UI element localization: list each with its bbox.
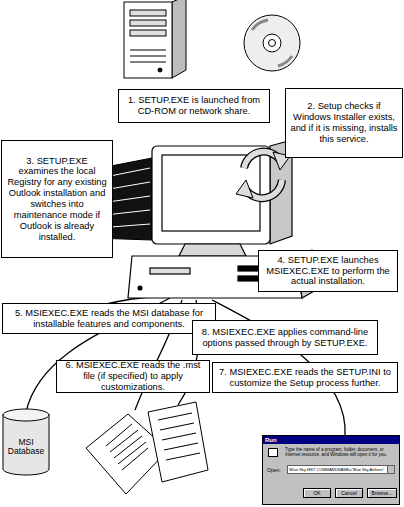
callout-box: 3. SETUP.EXE examines the local Registry…	[1, 140, 113, 258]
run-icon	[268, 448, 278, 457]
database-cylinder: MSI Database	[2, 408, 50, 476]
node-text: MSI Database	[2, 438, 50, 457]
dialog-button: OK	[303, 488, 331, 498]
cylinder-top	[3, 409, 49, 421]
callout-box: 4. SETUP.EXE launches MSIEXEC.EXE to per…	[258, 250, 398, 292]
command-field: \Blue Sky MST COMMANDNAME="Blue Sky Airl…	[287, 465, 395, 474]
dropdown-button	[387, 466, 394, 473]
dialog-button: Cancel	[335, 488, 363, 498]
callout-box: 5. MSIEXEC.EXE reads the MSI database fo…	[2, 303, 216, 334]
callout-text: 2. Setup checks if Windows Installer exi…	[290, 101, 398, 145]
callout-box: 7. MSIEXEC.EXE reads the SETUP.INI to cu…	[212, 362, 398, 393]
node-text: OK	[313, 490, 320, 496]
callout-text: 3. SETUP.EXE examines the local Registry…	[6, 156, 108, 243]
callout-text: 6. MSIEXEC.EXE reads the .mst file (if s…	[61, 360, 205, 393]
dialog-title: Run	[263, 436, 399, 444]
node-text: Browse...	[372, 490, 393, 496]
field-label: Open:	[267, 467, 281, 473]
dialog-button: Browse...	[367, 488, 397, 498]
cycle-arrows	[236, 152, 290, 199]
document-sheets	[86, 402, 208, 494]
cd-rom-disc	[244, 15, 300, 71]
callout-text: 5. MSIEXEC.EXE reads the MSI database fo…	[7, 308, 211, 330]
callout-text: 7. MSIEXEC.EXE reads the SETUP.INI to cu…	[217, 367, 393, 389]
callout-box: 1. SETUP.EXE is launched from CD-ROM or …	[118, 89, 270, 123]
callout-box: 6. MSIEXEC.EXE reads the .mst file (if s…	[56, 360, 210, 393]
dialog-description: Type the name of a program, folder, docu…	[285, 447, 397, 458]
server-tower	[124, 0, 186, 78]
node-text: Cancel	[341, 490, 357, 496]
callout-box: 8. MSIEXEC.EXE applies command-line opti…	[192, 320, 378, 355]
run-dialog: RunType the name of a program, folder, d…	[262, 435, 400, 505]
cylinder-body	[3, 414, 49, 475]
callout-text: 4. SETUP.EXE launches MSIEXEC.EXE to per…	[263, 255, 393, 288]
node-text: \Blue Sky MST COMMANDNAME="Blue Sky Airl…	[289, 467, 386, 473]
callout-text: 8. MSIEXEC.EXE applies command-line opti…	[197, 327, 373, 349]
callout-box: 2. Setup checks if Windows Installer exi…	[285, 88, 403, 158]
callout-text: 1. SETUP.EXE is launched from CD-ROM or …	[123, 95, 265, 117]
